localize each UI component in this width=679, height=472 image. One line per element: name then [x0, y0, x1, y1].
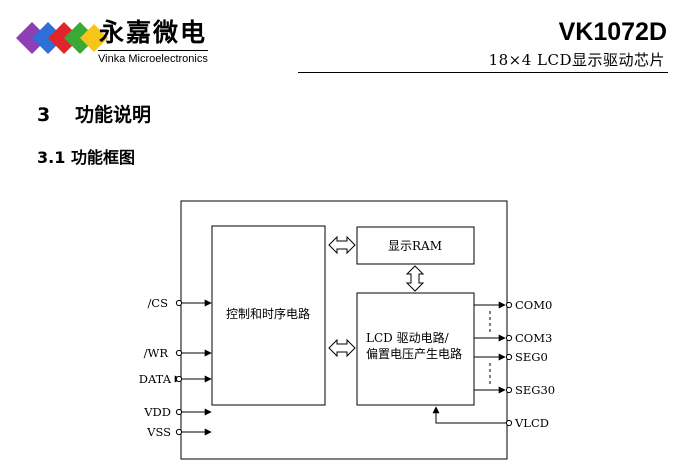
lcd-driver-label-line2: 偏置电压产生电路: [366, 346, 462, 361]
pin-cs-label: /CS: [147, 296, 168, 310]
control-ram-double-arrow-icon: [328, 235, 356, 255]
pin-com0-label: COM0: [515, 298, 552, 312]
part-number: VK1072D: [558, 18, 667, 46]
header-rule: [298, 72, 668, 73]
pin-wr: /WR: [144, 346, 212, 360]
section-number: 3: [37, 104, 51, 126]
control-driver-double-arrow-icon: [328, 338, 356, 358]
pin-seg0: SEG0: [474, 350, 548, 364]
pin-com0: COM0: [474, 298, 552, 312]
pin-vdd-label: VDD: [143, 405, 171, 419]
pin-vlcd: VLCD: [432, 406, 549, 430]
pin-vdd: VDD: [143, 405, 212, 419]
pin-com3: COM3: [474, 331, 552, 345]
pin-com3-label: COM3: [515, 331, 552, 345]
logo-chinese-name: 永嘉微电: [99, 18, 208, 47]
control-timing-block: [211, 225, 326, 406]
pin-data-label: DATA: [139, 372, 172, 386]
subsection-title: 功能框图: [71, 148, 136, 167]
control-timing-label: 控制和时序电路: [226, 306, 310, 321]
pin-data: DATA: [139, 372, 212, 386]
subsection-number: 3.1: [37, 148, 66, 167]
logo-english-name: Vinka Microelectronics: [98, 53, 208, 65]
pin-vss: VSS: [146, 425, 212, 439]
pin-seg0-label: SEG0: [515, 350, 548, 364]
display-ram-block: [356, 226, 475, 265]
section-title: 功能说明: [75, 104, 152, 126]
company-logo: [14, 14, 224, 72]
document-subtitle: 18×4 LCD显示驱动芯片: [488, 51, 665, 69]
display-ram-label: 显示RAM: [388, 239, 442, 253]
logo-diamonds-icon: [16, 22, 108, 54]
chip-outline: [180, 200, 508, 460]
lcd-driver-block: [356, 292, 475, 406]
pin-seg30-label: SEG30: [515, 383, 555, 397]
pin-vlcd-label: VLCD: [514, 416, 549, 430]
pin-vss-label: VSS: [146, 425, 171, 439]
pin-seg30: SEG30: [474, 383, 555, 397]
ram-driver-double-arrow-icon: [405, 265, 425, 292]
subsection-heading: 3.1 功能框图: [37, 150, 135, 166]
lcd-driver-label-line1: LCD 驱动电路/: [366, 330, 450, 345]
pin-cs: /CS: [147, 296, 212, 310]
section-heading: 3 功能说明: [37, 106, 151, 125]
pin-wr-label: /WR: [144, 346, 169, 360]
logo-underline: [98, 50, 208, 51]
